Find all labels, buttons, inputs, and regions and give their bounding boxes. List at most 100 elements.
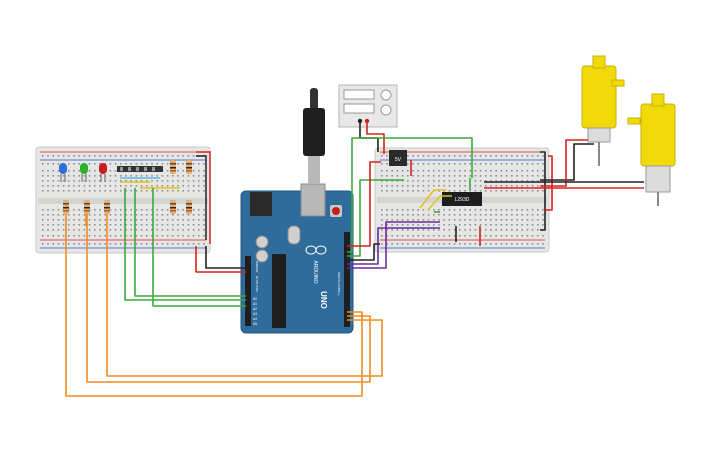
breadboard-hole (386, 185, 388, 187)
breadboard-hole (417, 209, 419, 211)
breadboard-hole (438, 224, 440, 226)
breadboard-hole (182, 175, 184, 177)
breadboard-hole (391, 170, 393, 172)
breadboard-hole (474, 163, 477, 165)
breadboard-hole (422, 235, 425, 237)
breadboard-hole (542, 175, 544, 177)
breadboard-hole (166, 235, 169, 237)
breadboard-hole (47, 209, 49, 211)
breadboard-hole (114, 170, 117, 172)
breadboard-hole (130, 214, 132, 216)
breadboard-hole (417, 180, 419, 182)
breadboard-hole (203, 170, 205, 172)
left-board-jumpers (120, 151, 211, 244)
breadboard-hole (521, 180, 523, 182)
breadboard-hole (511, 243, 513, 245)
breadboard-hole (407, 175, 409, 177)
breadboard-hole (453, 170, 456, 172)
breadboard-hole (68, 163, 70, 165)
breadboard-hole (52, 209, 54, 211)
breadboard-hole (88, 185, 91, 187)
breadboard-hole (474, 214, 477, 216)
breadboard-hole (537, 209, 539, 211)
breadboard-hole (109, 209, 112, 211)
breadboard-hole (166, 190, 169, 192)
breadboard-hole (526, 229, 529, 231)
breadboard-hole (177, 214, 179, 216)
breadboard-hole (99, 235, 101, 237)
breadboard-hole (114, 175, 117, 177)
breadboard-hole (73, 224, 75, 226)
breadboard-hole (78, 229, 80, 231)
breadboard-hole (427, 190, 430, 192)
breadboard-hole (198, 180, 200, 182)
breadboard-hole (386, 190, 388, 192)
breadboard-hole (417, 190, 419, 192)
breadboard-hole (88, 190, 91, 192)
breadboard-hole (161, 243, 164, 245)
breadboard-hole (130, 229, 132, 231)
breadboard-hole (381, 209, 383, 211)
breadboard-hole (182, 229, 184, 231)
breadboard-hole (469, 214, 471, 216)
breadboard-hole (73, 219, 75, 221)
breadboard-hole (151, 190, 153, 192)
breadboard-hole (401, 229, 404, 231)
breadboard-hole (495, 190, 497, 192)
breadboard-hole (516, 185, 518, 187)
breadboard-hole (396, 243, 399, 245)
breadboard-hole (531, 224, 534, 226)
breadboard-hole (104, 235, 106, 237)
breadboard-hole (391, 219, 393, 221)
breadboard-hole (161, 155, 164, 157)
breadboard-hole (140, 163, 143, 165)
breadboard-hole (469, 155, 471, 157)
breadboard-hole (135, 175, 138, 177)
breadboard-hole (130, 243, 132, 245)
breadboard-hole (521, 209, 523, 211)
breadboard-hole (187, 229, 190, 231)
breadboard-hole (198, 219, 200, 221)
breadboard-hole (182, 219, 184, 221)
motor-2 (627, 93, 676, 206)
breadboard-hole (94, 185, 96, 187)
breadboard-hole (495, 243, 497, 245)
breadboard-hole (381, 235, 383, 237)
breadboard-hole (130, 219, 132, 221)
breadboard-hole (495, 219, 497, 221)
breadboard-hole (516, 214, 518, 216)
breadboard-hole (146, 214, 148, 216)
breadboard-hole (438, 163, 440, 165)
breadboard-hole (192, 224, 195, 226)
breadboard-hole (438, 219, 440, 221)
breadboard-hole (88, 224, 91, 226)
breadboard-hole (177, 219, 179, 221)
breadboard-hole (443, 209, 445, 211)
breadboard-hole (505, 229, 508, 231)
breadboard-hole (47, 155, 49, 157)
breadboard-hole (438, 243, 440, 245)
breadboard-hole (490, 229, 492, 231)
breadboard-hole (438, 155, 440, 157)
breadboard-hole (140, 235, 143, 237)
breadboard-hole (459, 219, 461, 221)
breadboard-hole (125, 235, 127, 237)
breadboard-hole (417, 229, 419, 231)
breadboard-hole (495, 163, 497, 165)
breadboard-hole (78, 214, 80, 216)
breadboard-hole (120, 155, 122, 157)
breadboard-hole (386, 219, 388, 221)
breadboard-hole (57, 185, 60, 187)
breadboard-hole (511, 219, 513, 221)
breadboard-hole (73, 243, 75, 245)
breadboard-hole (531, 243, 534, 245)
breadboard-hole (156, 190, 158, 192)
breadboard-hole (500, 190, 503, 192)
breadboard-hole (83, 219, 86, 221)
breadboard-hole (459, 235, 461, 237)
breadboard-hole (120, 180, 122, 182)
breadboard-hole (42, 185, 44, 187)
breadboard-hole (537, 243, 539, 245)
breadboard-hole (57, 190, 60, 192)
breadboard-hole (459, 243, 461, 245)
